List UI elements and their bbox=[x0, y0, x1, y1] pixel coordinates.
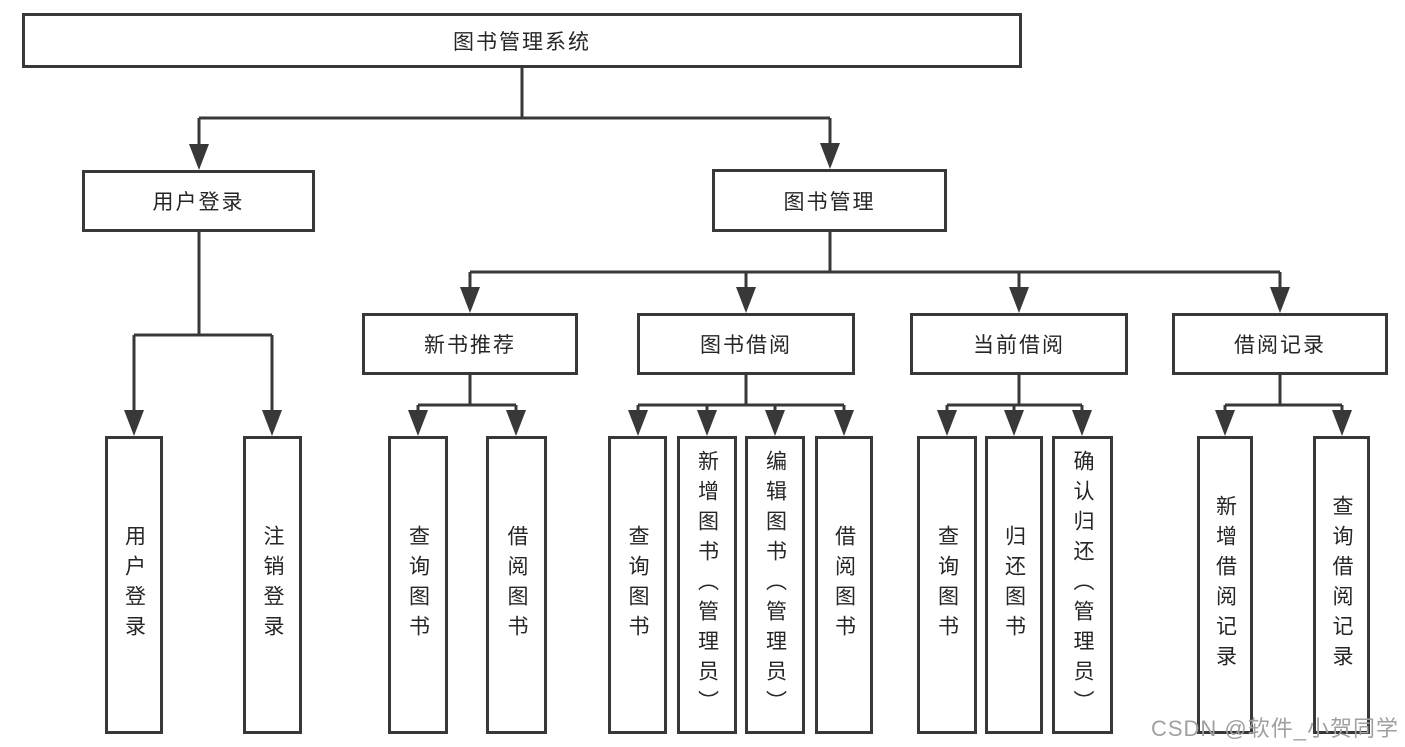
leaf-user-login: 用户登录 bbox=[105, 436, 163, 734]
arrowhead bbox=[1072, 410, 1092, 436]
arrowhead bbox=[1009, 287, 1029, 313]
arrowhead bbox=[460, 287, 480, 313]
arrowhead bbox=[820, 143, 840, 169]
arrowhead bbox=[628, 410, 648, 436]
node-root-label: 图书管理系统 bbox=[453, 30, 591, 54]
arrowhead bbox=[1270, 287, 1290, 313]
arrowhead bbox=[262, 410, 282, 436]
node-current-borrow-label: 当前借阅 bbox=[973, 334, 1065, 357]
leaf-query-book-current: 查询图书 bbox=[917, 436, 977, 734]
leaf-query-book-current-label: 查询图书 bbox=[935, 525, 959, 645]
leaf-query-book-borrow: 查询图书 bbox=[608, 436, 667, 734]
node-new-book-recommend-label: 新书推荐 bbox=[424, 334, 516, 357]
arrowhead bbox=[937, 410, 957, 436]
arrowhead bbox=[1332, 410, 1352, 436]
arrowhead bbox=[697, 410, 717, 436]
node-root: 图书管理系统 bbox=[22, 13, 1022, 68]
connector-borrow-records bbox=[1223, 375, 1344, 416]
leaf-add-book-admin: 新增图书（管理员） bbox=[677, 436, 737, 734]
node-book-borrow: 图书借阅 bbox=[637, 313, 855, 375]
arrowhead bbox=[1215, 410, 1235, 436]
leaf-edit-book-admin-label: 编辑图书（管理员） bbox=[763, 450, 787, 720]
leaf-query-book-recommend-label: 查询图书 bbox=[406, 525, 430, 645]
leaf-borrow-book-recommend: 借阅图书 bbox=[486, 436, 547, 734]
arrowhead bbox=[1004, 410, 1024, 436]
node-borrow-records: 借阅记录 bbox=[1172, 313, 1388, 375]
leaf-add-borrow-record-label: 新增借阅记录 bbox=[1213, 495, 1237, 675]
connector-book-borrow bbox=[636, 375, 846, 416]
arrowhead bbox=[736, 287, 756, 313]
leaf-query-book-borrow-label: 查询图书 bbox=[626, 525, 649, 645]
leaf-query-borrow-record: 查询借阅记录 bbox=[1313, 436, 1370, 734]
leaf-user-login-label: 用户登录 bbox=[122, 525, 146, 645]
node-new-book-recommend: 新书推荐 bbox=[362, 313, 578, 375]
node-book-management-label: 图书管理 bbox=[783, 190, 876, 214]
leaf-query-borrow-record-label: 查询借阅记录 bbox=[1330, 495, 1353, 675]
leaf-confirm-return-admin: 确认归还（管理员） bbox=[1052, 436, 1113, 734]
node-book-management: 图书管理 bbox=[712, 169, 947, 232]
leaf-edit-book-admin: 编辑图书（管理员） bbox=[745, 436, 805, 734]
node-book-borrow-label: 图书借阅 bbox=[700, 334, 792, 357]
leaf-return-book-label: 归还图书 bbox=[1002, 525, 1026, 645]
leaf-return-book: 归还图书 bbox=[985, 436, 1043, 734]
leaf-add-book-admin-label: 新增图书（管理员） bbox=[695, 450, 719, 720]
node-user-login-label: 用户登录 bbox=[152, 191, 245, 214]
arrowhead bbox=[124, 410, 144, 436]
watermark: CSDN @软件_小贺同学 bbox=[1150, 716, 1399, 741]
connector-book-mgmt bbox=[468, 232, 1282, 293]
arrowhead bbox=[765, 410, 785, 436]
connector-user-login bbox=[132, 232, 274, 416]
node-borrow-records-label: 借阅记录 bbox=[1234, 334, 1326, 357]
leaf-confirm-return-admin-label: 确认归还（管理员） bbox=[1071, 450, 1094, 720]
arrowhead bbox=[408, 410, 428, 436]
leaf-logout-label: 注销登录 bbox=[261, 525, 284, 645]
leaf-borrow-book-recommend-label: 借阅图书 bbox=[505, 525, 528, 645]
leaf-query-book-recommend: 查询图书 bbox=[388, 436, 448, 734]
arrowhead bbox=[506, 410, 526, 436]
connector-new-book bbox=[416, 375, 518, 416]
connector-current-borrow bbox=[945, 375, 1084, 416]
node-current-borrow: 当前借阅 bbox=[910, 313, 1128, 375]
arrowhead bbox=[189, 144, 209, 170]
connector-root bbox=[197, 68, 832, 150]
leaf-add-borrow-record: 新增借阅记录 bbox=[1197, 436, 1253, 734]
leaf-borrow-book: 借阅图书 bbox=[815, 436, 873, 734]
arrowhead bbox=[834, 410, 854, 436]
leaf-logout: 注销登录 bbox=[243, 436, 302, 734]
node-user-login: 用户登录 bbox=[82, 170, 315, 232]
leaf-borrow-book-label: 借阅图书 bbox=[832, 525, 856, 645]
